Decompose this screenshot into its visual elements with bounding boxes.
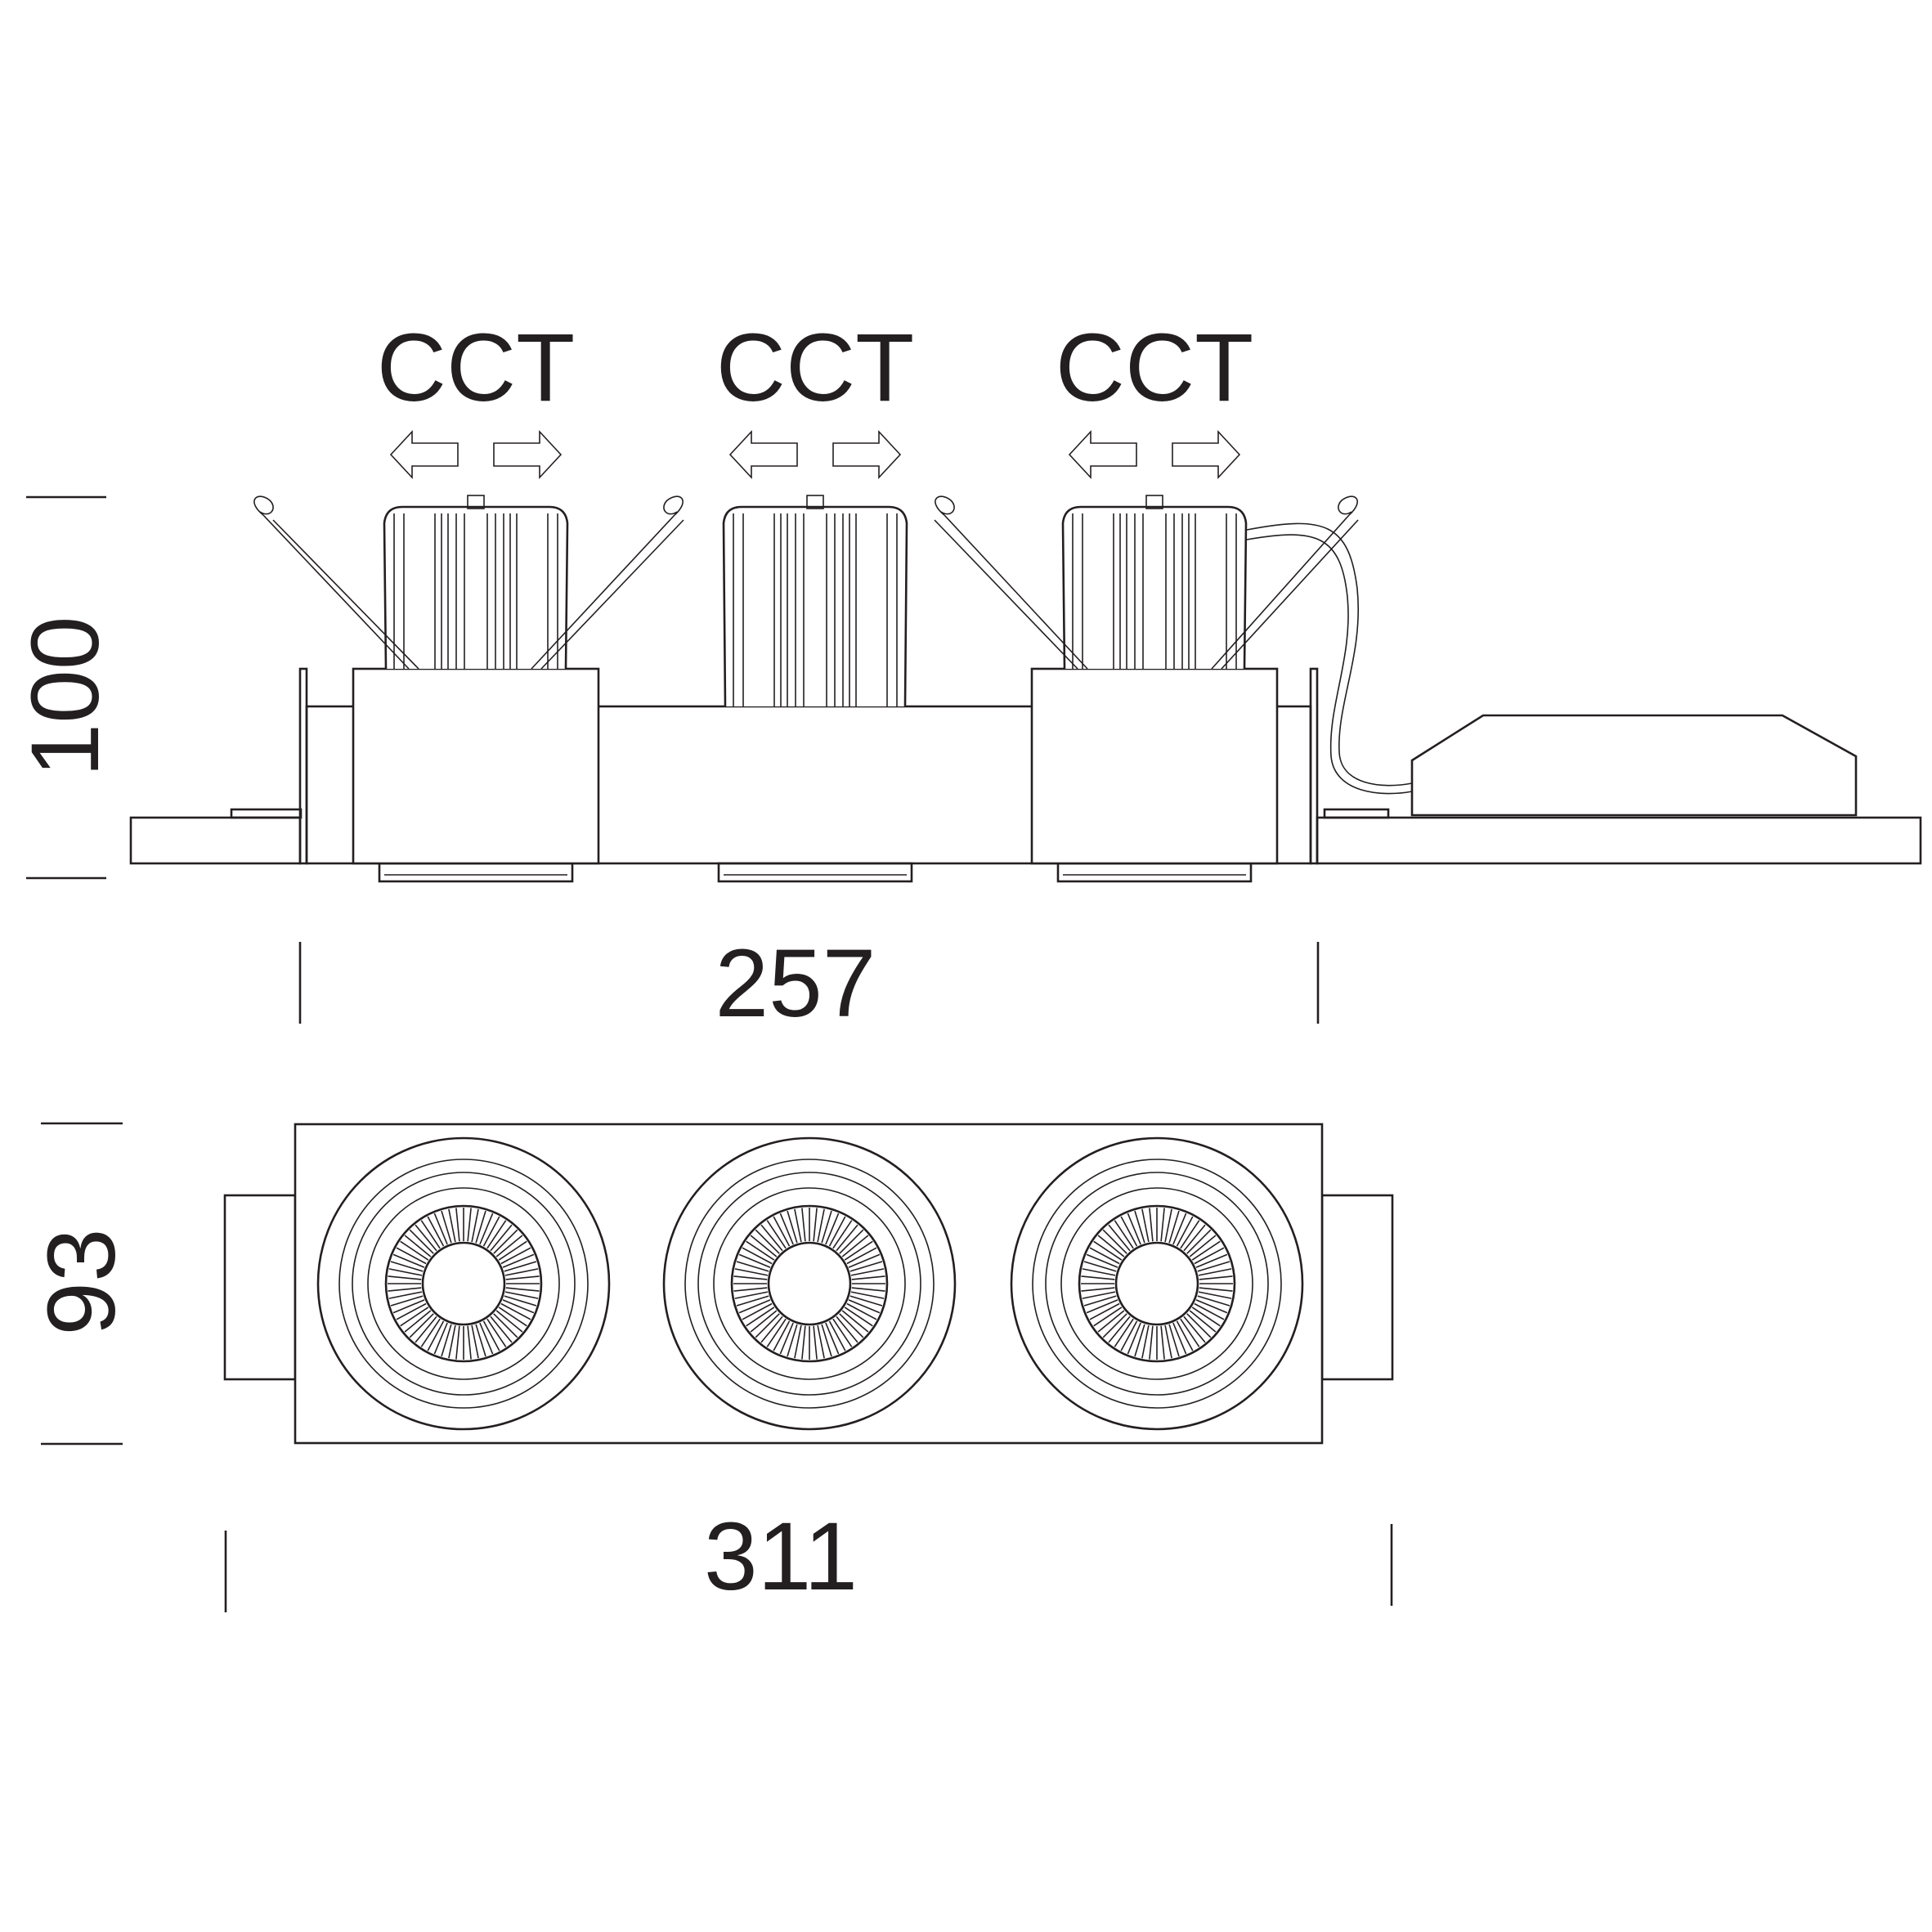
housing-right-wall [1309,667,1319,865]
side-view: CCT CCT CCT 100 257 [11,314,1922,1038]
reflector-ring [713,1187,906,1380]
spring-clip-wire [1211,514,1350,670]
heat-sink [1061,505,1248,670]
arrow-right-icon [1172,429,1241,480]
dim-height-side: 100 [11,616,119,778]
lens-outer [384,1204,543,1363]
outer-ring [1010,1136,1304,1431]
lens-center [1114,1241,1199,1326]
cct-label-3: CCT [1056,314,1254,422]
arrow-left-icon [389,429,459,480]
module-knob [806,495,824,509]
led-module-side-3 [1030,495,1279,883]
radial-fins [388,1208,540,1360]
driver-base-plate [1316,816,1922,865]
arrow-left-icon [1068,429,1137,480]
cct-arrows-3 [1068,429,1241,480]
left-clip [230,808,303,819]
lens-outer [1078,1204,1236,1363]
bezel-ring [338,1159,589,1409]
cct-arrows-1 [389,429,563,480]
bezel-ring-inner [1045,1172,1269,1396]
cct-label-1: CCT [377,314,576,422]
module-collar [352,667,600,865]
top-view: 93 311 [28,1122,1394,1612]
spring-clip-wire [531,514,675,670]
bezel-ring-inner [697,1172,921,1396]
arrow-left-icon [728,429,798,480]
module-bezel [378,862,574,883]
spring-clip-wire [262,514,410,670]
lens-center [421,1241,506,1326]
module-bezel [717,862,913,883]
cct-arrows-2 [728,429,902,480]
led-module-top-1 [316,1136,611,1431]
led-driver-box [1410,714,1858,817]
reflector-ring [1060,1187,1253,1380]
lens-center [767,1241,852,1326]
left-tab [223,1194,297,1381]
arrow-right-icon [832,429,902,480]
dim-width-top: 311 [704,1503,858,1611]
outer-ring [316,1136,611,1431]
led-module-side-1 [352,495,600,883]
left-trim-flange [129,816,302,865]
module-knob [467,495,485,509]
led-module-top-3 [1010,1136,1304,1431]
bezel-ring-inner [352,1172,576,1396]
module-collar [1030,667,1279,865]
led-module-side-2 [717,495,913,883]
arrow-right-icon [493,429,563,480]
radial-fins [733,1208,885,1360]
dim-width-side: 257 [715,930,876,1038]
spring-clip-wire [944,514,1088,670]
dim-height-top: 93 [28,1228,136,1335]
trim-plate [294,1123,1324,1445]
spring-clips [253,495,1359,670]
bezel-ring [684,1159,935,1409]
bezel-ring [1032,1159,1282,1409]
right-clip [1323,808,1390,819]
outer-ring [662,1136,957,1431]
heat-sink [383,505,569,670]
cct-label-2: CCT [716,314,915,422]
module-bezel [1056,862,1253,883]
reflector-ring [367,1187,560,1380]
radial-fins [1081,1208,1233,1360]
driver-cable [1246,522,1413,787]
led-module-top-2 [662,1136,957,1431]
right-tab [1320,1194,1394,1381]
module-knob [1145,495,1163,509]
lens-outer [730,1204,889,1363]
heat-sink [722,505,908,707]
